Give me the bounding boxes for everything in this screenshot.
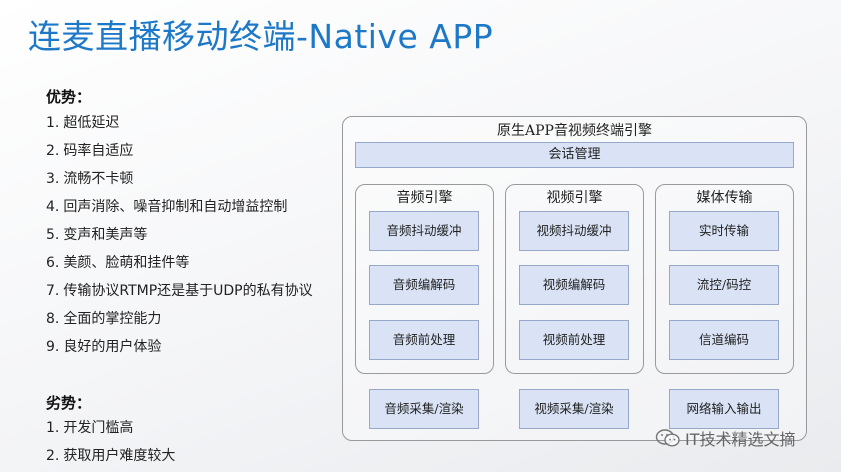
channel-coding-box: 信道编码: [669, 320, 779, 360]
list-item: 3.流畅不卡顿: [46, 171, 134, 187]
list-item: 4.回声消除、噪音抑制和自动增益控制: [46, 199, 288, 215]
advantages-list: 1.超低延迟 2.码率自适应 3.流畅不卡顿 4.回声消除、噪音抑制和自动增益控…: [46, 109, 313, 361]
session-management-box: 会话管理: [355, 142, 794, 168]
video-capture-render-box: 视频采集/渲染: [519, 389, 629, 429]
group-title: 音频引擎: [396, 190, 453, 206]
group-title: 媒体传输: [696, 190, 753, 206]
list-item: 8.全面的掌控能力: [46, 311, 162, 327]
list-item: 7.传输协议RTMP还是基于UDP的私有协议: [46, 283, 313, 299]
watermark: IT技术精选文摘: [655, 426, 796, 450]
watermark-text: IT技术精选文摘: [685, 430, 796, 449]
list-item: 2.获取用户难度较大: [46, 448, 176, 464]
diagram-title: 原生APP音视频终端引擎: [497, 123, 652, 139]
advantages-heading: 优势：: [46, 88, 92, 106]
list-item: 1.超低延迟: [46, 115, 120, 131]
page-title: 连麦直播移动终端-Native APP: [28, 17, 494, 56]
list-item: 5.变声和美声等: [46, 227, 148, 243]
list-item: 2.码率自适应: [46, 143, 134, 159]
list-item: 6.美颜、脸萌和挂件等: [46, 255, 190, 271]
video-engine-group: 视频引擎: [505, 184, 644, 374]
media-transport-group: 媒体传输: [655, 184, 794, 374]
audio-codec-box: 音频编解码: [369, 265, 479, 305]
realtime-transport-box: 实时传输: [669, 211, 779, 251]
disadvantages-list: 1.开发门槛高 2.获取用户难度较大: [46, 414, 175, 470]
disadvantages-heading: 劣势：: [46, 394, 92, 412]
audio-capture-render-box: 音频采集/渲染: [369, 389, 479, 429]
list-item: 1.开发门槛高: [46, 420, 134, 436]
video-codec-box: 视频编解码: [519, 265, 629, 305]
audio-jitter-buffer-box: 音频抖动缓冲: [369, 211, 479, 251]
audio-preprocess-box: 音频前处理: [369, 320, 479, 360]
wechat-icon: [655, 429, 680, 447]
video-jitter-buffer-box: 视频抖动缓冲: [519, 211, 629, 251]
video-preprocess-box: 视频前处理: [519, 320, 629, 360]
group-title: 视频引擎: [546, 190, 603, 206]
network-io-box: 网络输入输出: [669, 389, 779, 429]
flow-rate-control-box: 流控/码控: [669, 265, 779, 305]
audio-engine-group: 音频引擎: [355, 184, 494, 374]
list-item: 9.良好的用户体验: [46, 339, 162, 355]
